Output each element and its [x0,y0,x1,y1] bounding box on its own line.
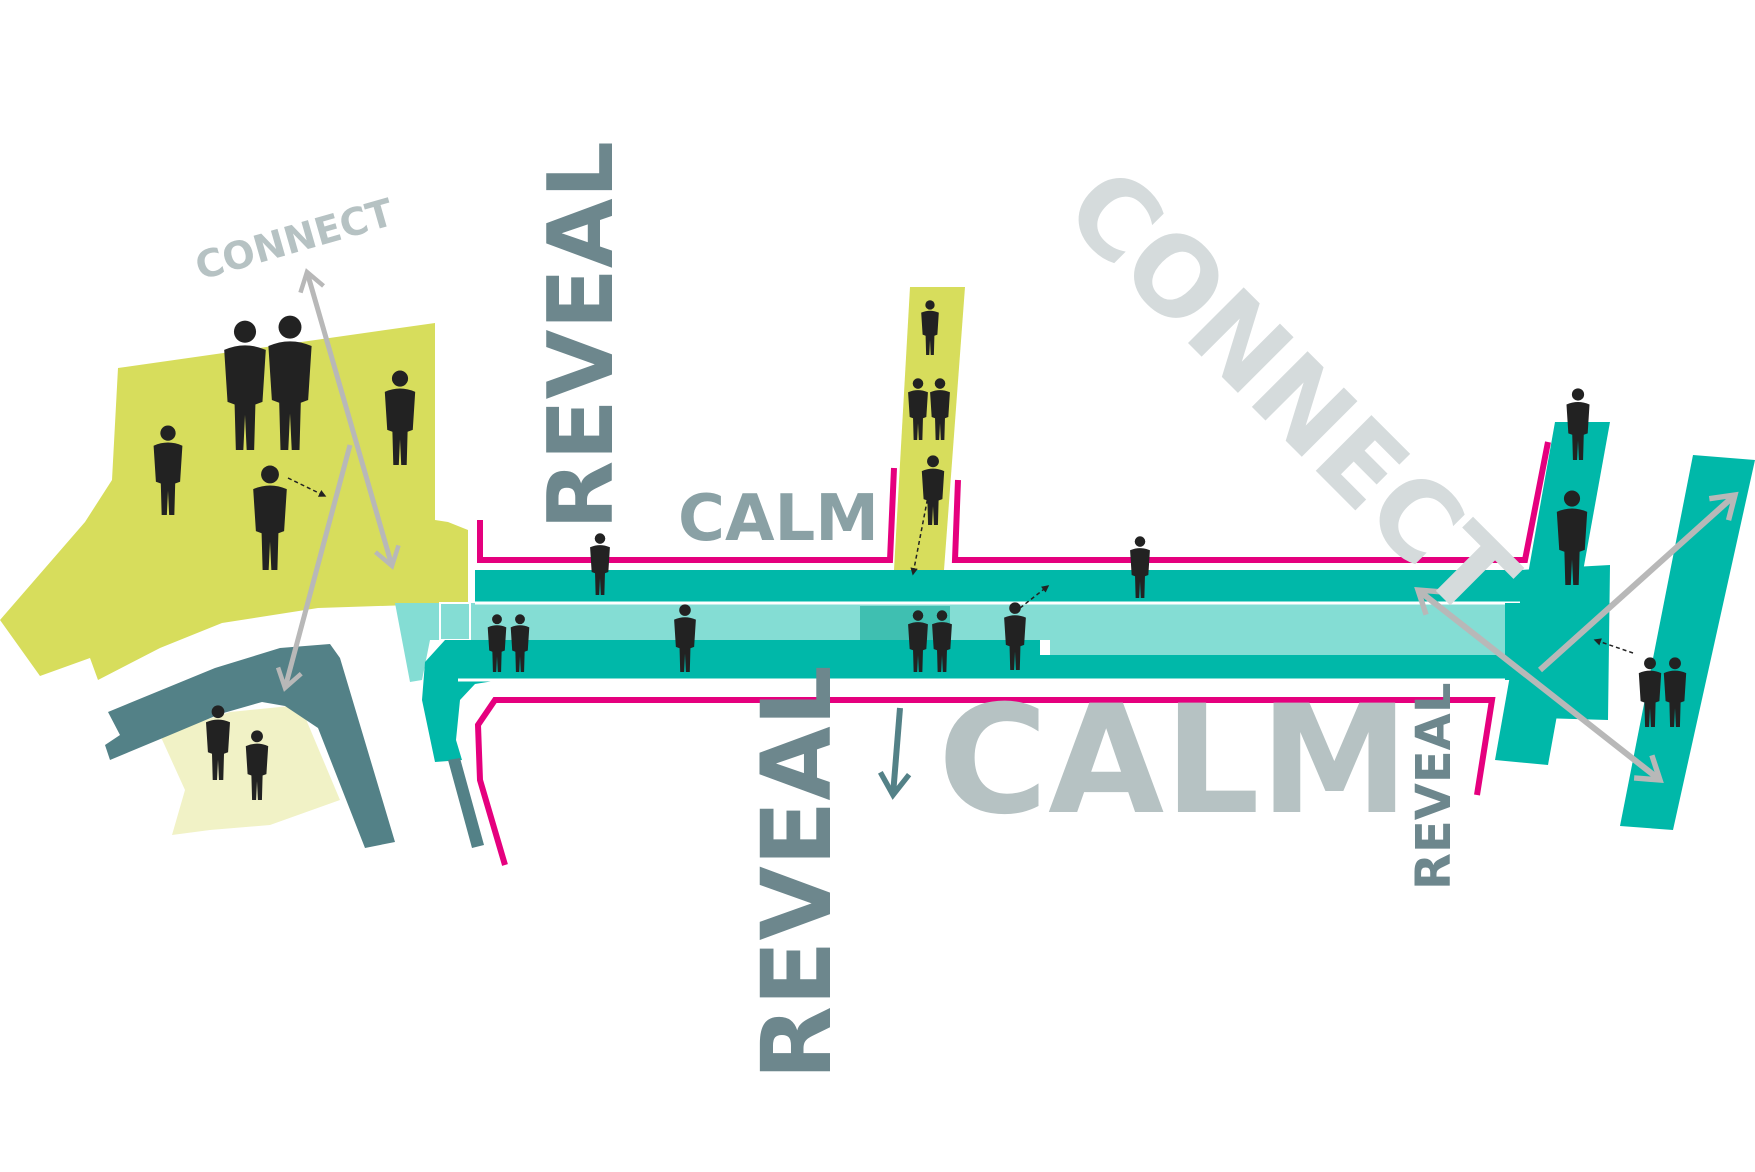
person-silhouette-icon [590,533,610,595]
connect-label-large: CONNECT [1042,145,1540,643]
teal-tower-2 [1620,455,1755,830]
person-silhouette-icon [1556,490,1588,585]
connect-arrow-4 [1537,491,1739,673]
person-silhouette-icon [1638,657,1662,727]
person-silhouette-icon [908,610,928,672]
connect-label-small: CONNECT [190,190,398,288]
person-silhouette-icon [1663,657,1687,727]
magenta-edge-1 [477,467,897,563]
reveal-label-top: REVEAL [529,141,634,530]
teal-street-lower [458,664,1503,680]
lime-strip [894,287,965,570]
person-silhouette-icon [1130,536,1150,598]
person-silhouette-icon [674,604,696,672]
person-silhouette-icon [930,378,950,440]
person-silhouette-icon [1566,388,1590,460]
person-silhouette-icon [908,378,928,440]
person-silhouette-icon [206,705,230,780]
person-silhouette-icon [921,300,939,355]
person-silhouette-icon-group [153,300,1687,800]
person-silhouette-icon [1004,602,1026,670]
person-silhouette-icon [487,614,507,672]
person-silhouette-icon [921,455,945,525]
magenta-edge-2 [951,441,1551,563]
person-silhouette-icon [510,614,530,672]
calm-label-large: CALM [938,674,1409,848]
slate-building [105,644,395,848]
person-silhouette-icon [224,320,266,450]
connect-arrow-3 [1414,586,1664,784]
slate-post [448,758,484,848]
person-silhouette-icon [932,610,952,672]
reveal-label-bottom: REVEAL [741,665,853,1080]
connect-arrow-2 [275,444,353,692]
connect-arrow-1 [298,268,401,570]
calm-label-small: CALM [678,482,879,556]
dashed-arrow-3 [1019,585,1050,609]
light-teal-grid [439,602,471,641]
teal-street-top [475,570,1523,603]
person-silhouette-icon [268,315,312,450]
person-silhouette-icon [384,370,416,465]
reveal-arrow [878,707,912,800]
person-silhouette-icon [245,730,269,800]
person-silhouette-icon [253,465,287,570]
reveal-label-right: REVEAL [1406,683,1462,890]
dashed-arrow-2 [910,485,931,576]
person-silhouette-icon [153,425,183,515]
